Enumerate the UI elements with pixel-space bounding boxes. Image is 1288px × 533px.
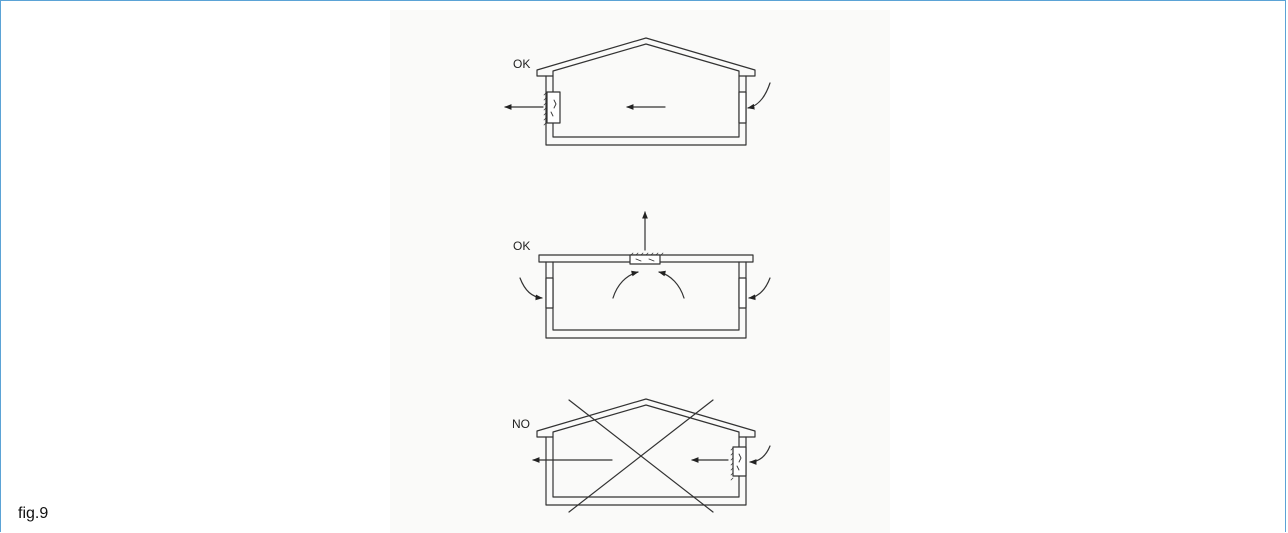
scenario-2-airflow: [519, 211, 771, 301]
scenario-3-airflow: [532, 445, 771, 465]
figure-caption: fig.9: [18, 505, 49, 522]
scenario-1-label: OK: [513, 57, 530, 71]
scenario-3-house: [536, 398, 756, 513]
scenario-1-airflow: [504, 82, 771, 110]
diagram-background: [390, 10, 890, 533]
scenario-1-house: [536, 37, 756, 146]
scenario-3-label: NO: [512, 417, 530, 431]
scenario-2-label: OK: [513, 239, 530, 253]
scenario-2-house: [538, 252, 754, 339]
